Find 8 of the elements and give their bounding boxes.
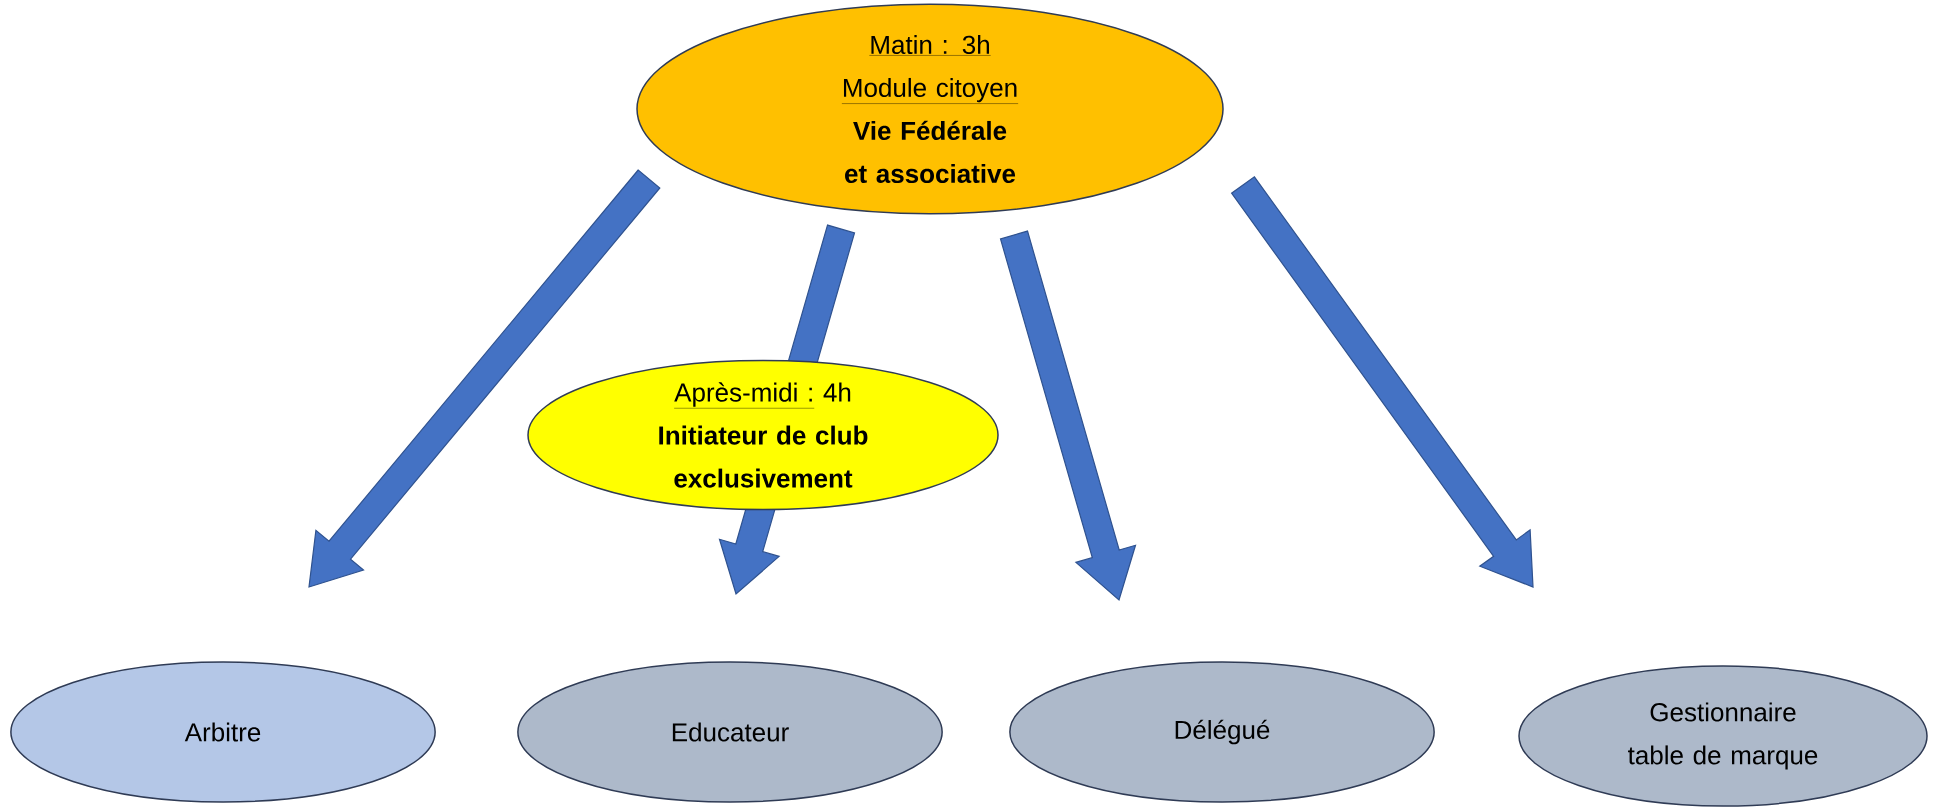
block-arrow [999,230,1137,602]
oval-node: Arbitre [10,661,436,803]
oval-node: Gestionnaire table de marque [1518,665,1928,807]
oval-node: Après-midi : 4h Initiateur de club exclusivement [527,359,999,511]
oval-node: Matin : 3h Module citoyen Vie Fédérale et associative [636,3,1224,215]
oval-node: Délégué [1009,661,1435,803]
block-arrow [308,169,661,588]
oval-node: Educateur [517,661,943,803]
